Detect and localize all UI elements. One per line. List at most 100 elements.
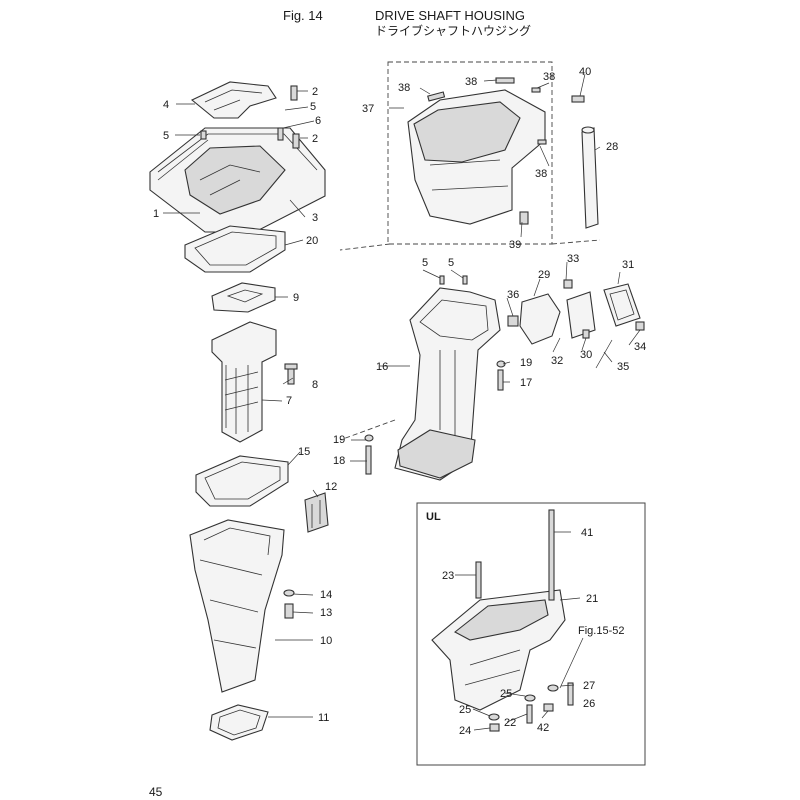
gasket-part-11[interactable] [209, 704, 269, 741]
callout-13: 13 [320, 607, 332, 619]
callout-38a: 38 [398, 82, 410, 94]
callout-38b: 38 [465, 76, 477, 88]
stud-part-23[interactable] [475, 561, 482, 599]
extension-housing-part-21[interactable] [431, 589, 566, 711]
callout-17: 17 [520, 377, 532, 389]
plate-part-32[interactable] [566, 291, 596, 339]
callout-5a: 5 [163, 130, 169, 142]
apron-cover-part-37[interactable] [407, 89, 546, 225]
nut-part-42[interactable] [543, 703, 554, 712]
callout-1: 1 [153, 208, 159, 220]
rubber-strip-part-38[interactable] [427, 77, 547, 145]
ul-detail-box [416, 502, 646, 766]
figure-title-japanese: ドライブシャフトハウジング [375, 24, 532, 38]
callout-22: 22 [504, 717, 516, 729]
callout-41: 41 [581, 527, 593, 539]
callout-38c: 38 [543, 71, 555, 83]
upper-cover-part-1[interactable] [149, 127, 326, 233]
bolt-part-26[interactable] [567, 682, 574, 706]
callout-29: 29 [538, 269, 550, 281]
callout-19a: 19 [520, 357, 532, 369]
figure-title: DRIVE SHAFT HOUSING [375, 8, 526, 23]
callout-28: 28 [606, 141, 618, 153]
plate-part-9[interactable] [211, 282, 276, 313]
gasket-part-29[interactable] [519, 293, 561, 345]
callout-36: 36 [507, 289, 519, 301]
callout-31: 31 [622, 259, 634, 271]
seal-part-36[interactable] [507, 315, 519, 327]
callout-10: 10 [320, 635, 332, 647]
callout-11: 11 [318, 712, 329, 724]
callout-9: 9 [293, 292, 299, 304]
washer-part-14[interactable] [283, 589, 295, 597]
washer-part-19b[interactable] [364, 434, 374, 442]
cover-part-31[interactable] [603, 283, 641, 327]
callout-3: 3 [312, 212, 318, 224]
callout-4: 4 [163, 99, 169, 111]
callout-18: 18 [333, 455, 345, 467]
drive-shaft-housing-part-16[interactable] [394, 287, 501, 481]
bolt-part-13[interactable] [284, 603, 294, 619]
nut-part-24[interactable] [489, 723, 500, 732]
dowel-part-5c[interactable] [439, 275, 445, 285]
callout-2a: 2 [312, 86, 318, 98]
clip-part-12[interactable] [304, 492, 329, 533]
bolt-part-33[interactable] [563, 279, 573, 289]
callout-33: 33 [567, 253, 579, 265]
bolt-part-34[interactable] [635, 321, 645, 331]
bolt-part-18[interactable] [365, 445, 372, 475]
gasket-part-20[interactable] [184, 225, 286, 273]
callout-25b: 25 [459, 704, 471, 716]
bracket-plate-part-4[interactable] [190, 81, 277, 119]
callout-37: 37 [362, 103, 374, 115]
pipe-part-28[interactable] [581, 126, 599, 229]
callout-38d: 38 [535, 168, 547, 180]
callout-14: 14 [320, 589, 332, 601]
bolt-part-17[interactable] [497, 369, 504, 391]
callout-40: 40 [579, 66, 591, 78]
bolt-part-39[interactable] [519, 211, 529, 225]
bolt-part-8[interactable] [284, 363, 298, 385]
callout-16: 16 [376, 361, 388, 373]
callout-30: 30 [580, 349, 592, 361]
page-number: 45 [149, 785, 163, 799]
callout-15: 15 [298, 446, 310, 458]
callout-23: 23 [442, 570, 454, 582]
ul-label: UL [426, 511, 441, 523]
figure-reference-15-52[interactable]: Fig.15-52 [578, 625, 624, 637]
washer-part-25b[interactable] [488, 713, 500, 721]
callout-32: 32 [551, 355, 563, 367]
callout-5d: 5 [448, 257, 454, 269]
bolt-part-2b[interactable] [292, 133, 300, 149]
callout-27: 27 [583, 680, 595, 692]
bolt-part-40[interactable] [571, 95, 585, 103]
gasket-part-15[interactable] [195, 455, 289, 507]
exhaust-guide-part-7[interactable] [211, 321, 277, 443]
washer-part-25[interactable] [524, 694, 536, 702]
callout-42: 42 [537, 722, 549, 734]
assembly-lines [339, 239, 601, 441]
pin-part-6[interactable] [277, 127, 284, 141]
callout-2b: 2 [312, 133, 318, 145]
callout-20: 20 [306, 235, 318, 247]
figure-number: Fig. 14 [283, 8, 323, 23]
bolt-part-22[interactable] [526, 704, 533, 724]
callout-39: 39 [509, 239, 521, 251]
grommet-part-30[interactable] [582, 329, 590, 339]
dowel-part-5d[interactable] [462, 275, 468, 285]
callout-8: 8 [312, 379, 318, 391]
exhaust-housing-part-10[interactable] [189, 519, 285, 693]
washer-part-27[interactable] [547, 684, 559, 692]
washer-part-19[interactable] [496, 360, 506, 368]
callout-6: 6 [315, 115, 321, 127]
callout-26: 26 [583, 698, 595, 710]
callout-5c: 5 [422, 257, 428, 269]
cover-group-outline [387, 61, 553, 245]
bolt-part-2[interactable] [290, 85, 298, 101]
stud-part-41[interactable] [548, 509, 555, 601]
wire-part-35[interactable] [595, 339, 613, 369]
dowel-part-5[interactable] [200, 130, 207, 140]
callout-19b: 19 [333, 434, 345, 446]
callout-12: 12 [325, 481, 337, 493]
